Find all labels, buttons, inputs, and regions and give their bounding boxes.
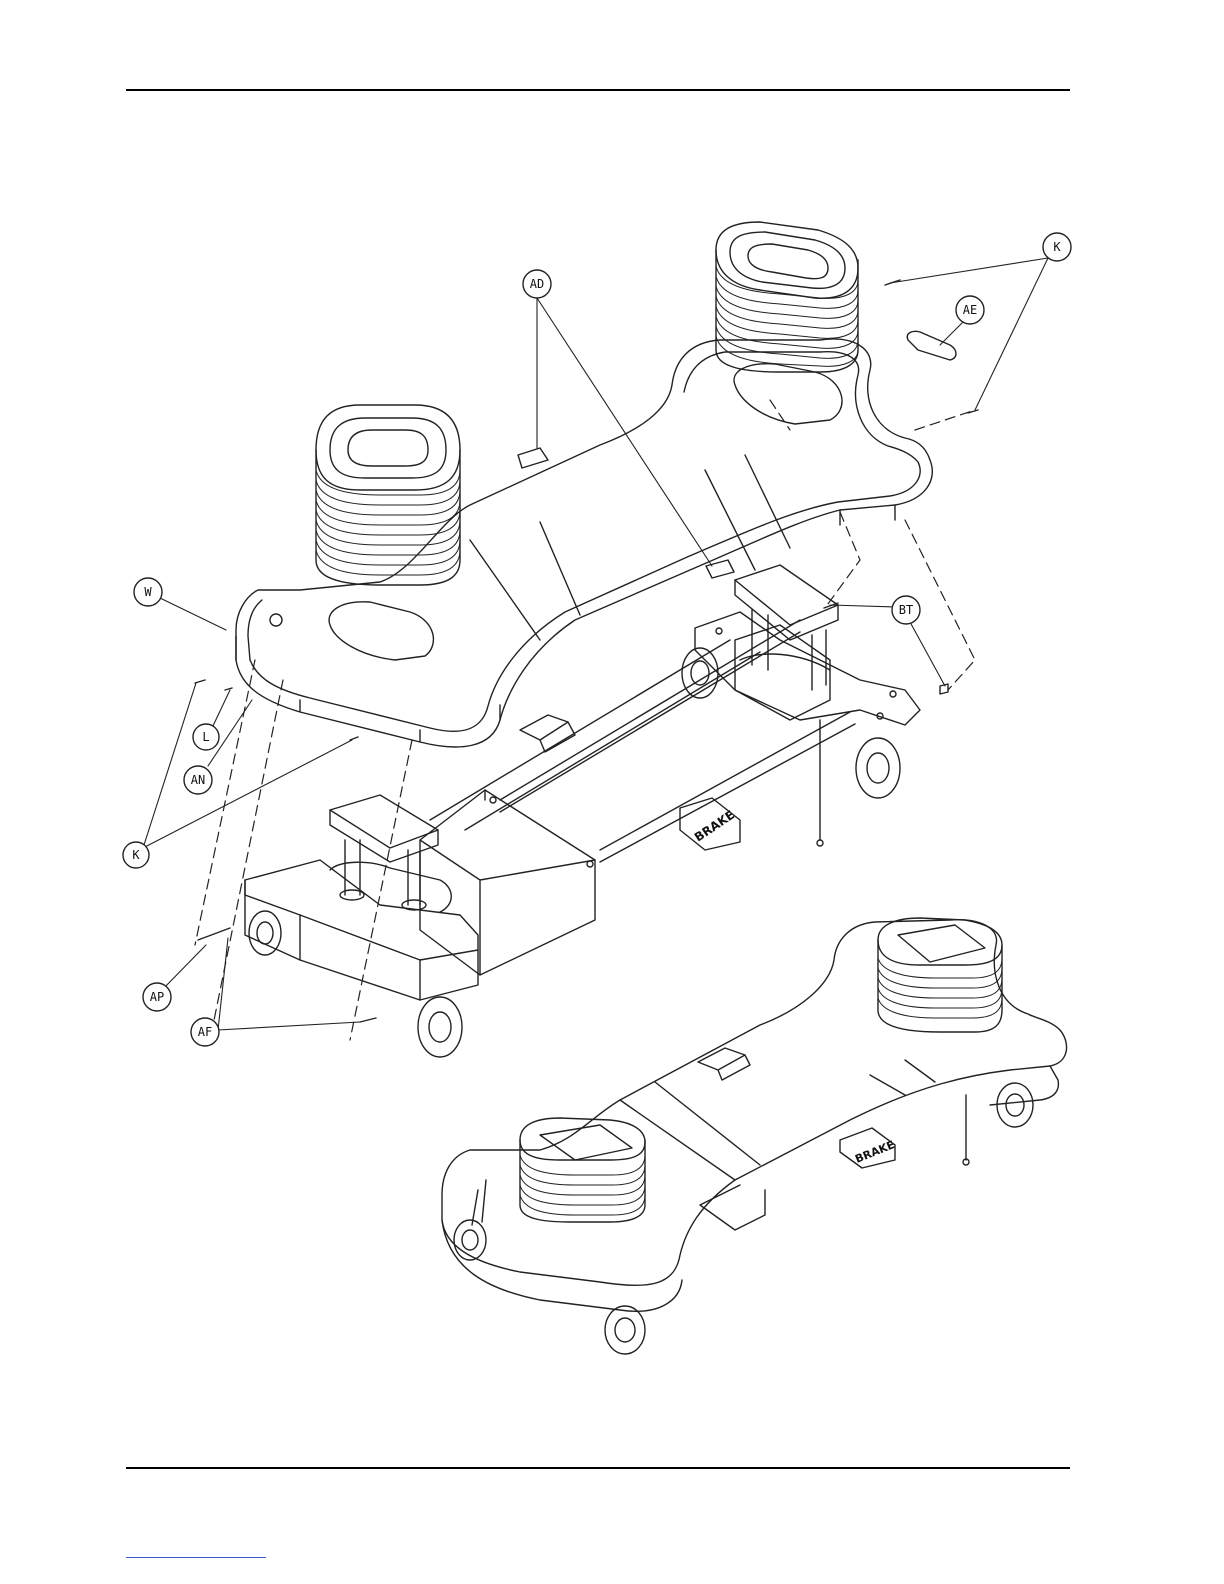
caster-front-left — [249, 911, 281, 955]
callout-k-top: K — [1043, 233, 1071, 261]
brake-label-rear: BRAKE — [692, 808, 737, 845]
callout-w: W — [134, 578, 162, 606]
callout-ad: AD — [523, 270, 551, 298]
caster-rear-right — [856, 738, 900, 798]
svg-text:AD: AD — [530, 277, 544, 291]
svg-text:AP: AP — [150, 990, 164, 1004]
svg-text:AE: AE — [963, 303, 977, 317]
base-frame — [245, 565, 920, 1000]
explode-lines — [195, 400, 975, 1040]
callout-ae: AE — [956, 296, 984, 324]
callout-af: AF — [191, 1018, 219, 1046]
assembled-base — [442, 918, 1067, 1354]
hardware — [195, 280, 978, 1022]
svg-text:AN: AN — [191, 773, 205, 787]
svg-text:L: L — [202, 730, 209, 744]
bumper-right — [716, 222, 858, 372]
bumper-left — [316, 405, 460, 585]
caster-front-right — [418, 997, 462, 1057]
svg-text:W: W — [144, 585, 152, 599]
top-shroud — [236, 339, 932, 747]
callout-k-left: K — [123, 842, 149, 868]
label-plate-ad-top — [518, 448, 548, 468]
callout-an: AN — [184, 766, 212, 794]
svg-text:K: K — [1053, 240, 1061, 254]
callout-l: L — [193, 724, 219, 750]
callout-bt: BT — [892, 596, 920, 624]
svg-text:K: K — [132, 848, 140, 862]
svg-text:AF: AF — [198, 1025, 212, 1039]
callout-ap: AP — [143, 983, 171, 1011]
svg-text:BT: BT — [899, 603, 913, 617]
